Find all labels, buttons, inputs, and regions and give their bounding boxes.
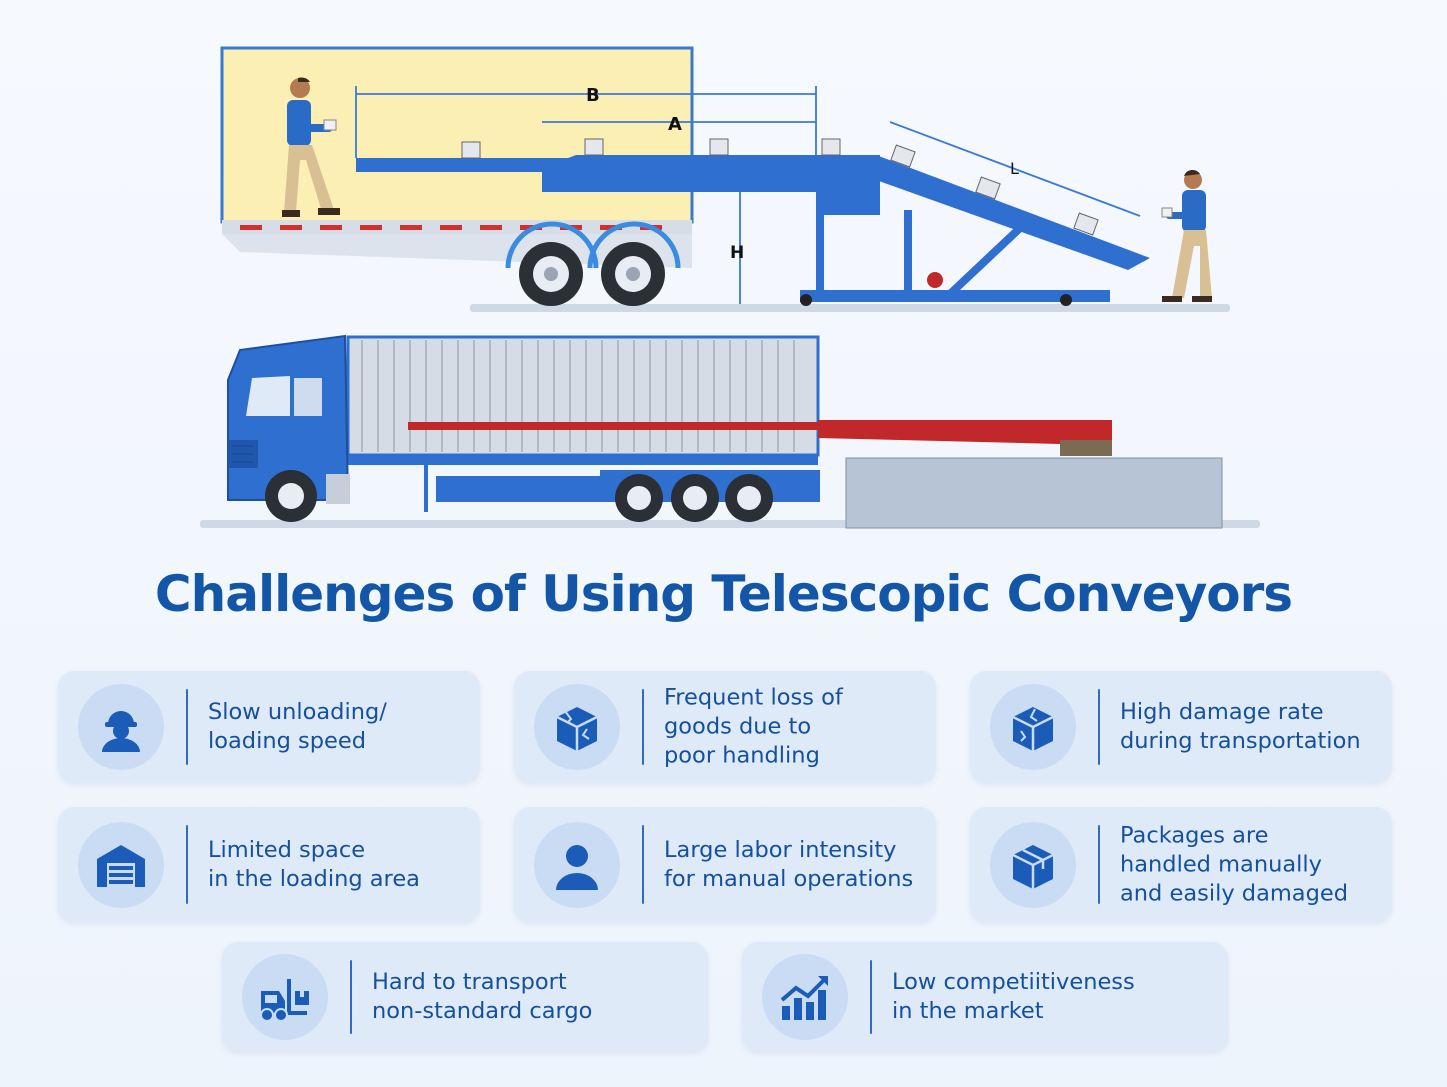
challenge-text: Hard to transport non-standard cargo (372, 969, 593, 1024)
challenge-text: Packages are handled manually and easily… (1120, 822, 1348, 906)
challenge-card-damage-rate: High damage rate during transportation (970, 671, 1392, 783)
worker-figure-right (1161, 169, 1212, 302)
challenge-card-manual-packages: Packages are handled manually and easily… (970, 807, 1392, 922)
dimension-label-l: L (1010, 159, 1019, 178)
semi-truck (227, 334, 1112, 522)
challenge-text: Frequent loss of goods due to poor handl… (664, 684, 843, 769)
challenge-card-limited-space: Limited space in the loading area (58, 807, 480, 922)
challenge-card-low-competitiveness: Low competiitiveness in the market (742, 942, 1228, 1052)
challenge-text: High damage rate during transportation (1120, 699, 1361, 754)
challenge-text: Large labor intensity for manual operati… (664, 836, 914, 892)
dimension-lines (355, 86, 1141, 304)
damaged-box-icon (534, 684, 620, 770)
telescopic-conveyor-top (356, 138, 1150, 306)
dimension-label-a: A (668, 114, 682, 135)
forklift-icon (242, 954, 328, 1040)
challenge-text: Slow unloading/ loading speed (208, 699, 387, 754)
card-separator (642, 689, 644, 765)
challenge-card-labor-intensity: Large labor intensity for manual operati… (514, 807, 936, 922)
card-separator (186, 689, 188, 765)
challenge-text: Low competiitiveness in the market (892, 969, 1135, 1024)
dimension-label-h: H (730, 243, 744, 263)
card-separator (186, 825, 188, 904)
card-separator (350, 960, 352, 1034)
card-separator (870, 960, 872, 1034)
challenge-text: Limited space in the loading area (208, 836, 420, 892)
card-separator (1098, 689, 1100, 765)
page-title: Challenges of Using Telescopic Conveyors (154, 565, 1293, 623)
trailer-wheels (505, 221, 681, 306)
card-separator (642, 825, 644, 904)
person-icon (534, 821, 620, 908)
worker-helmet-icon (78, 684, 164, 770)
worker-figure-left (282, 77, 340, 217)
challenge-card-slow-speed: Slow unloading/ loading speed (58, 671, 480, 783)
conveyor-illustration: B A H L (200, 46, 1260, 529)
growth-chart-icon (762, 954, 848, 1040)
warehouse-icon (78, 821, 164, 908)
package-icon (990, 821, 1076, 908)
challenge-card-loss-of-goods: Frequent loss of goods due to poor handl… (514, 671, 936, 783)
dimension-label-b: B (586, 85, 600, 106)
loading-dock (845, 457, 1223, 529)
broken-box-icon (990, 684, 1076, 770)
challenge-card-non-standard-cargo: Hard to transport non-standard cargo (222, 942, 708, 1052)
card-separator (1098, 825, 1100, 904)
